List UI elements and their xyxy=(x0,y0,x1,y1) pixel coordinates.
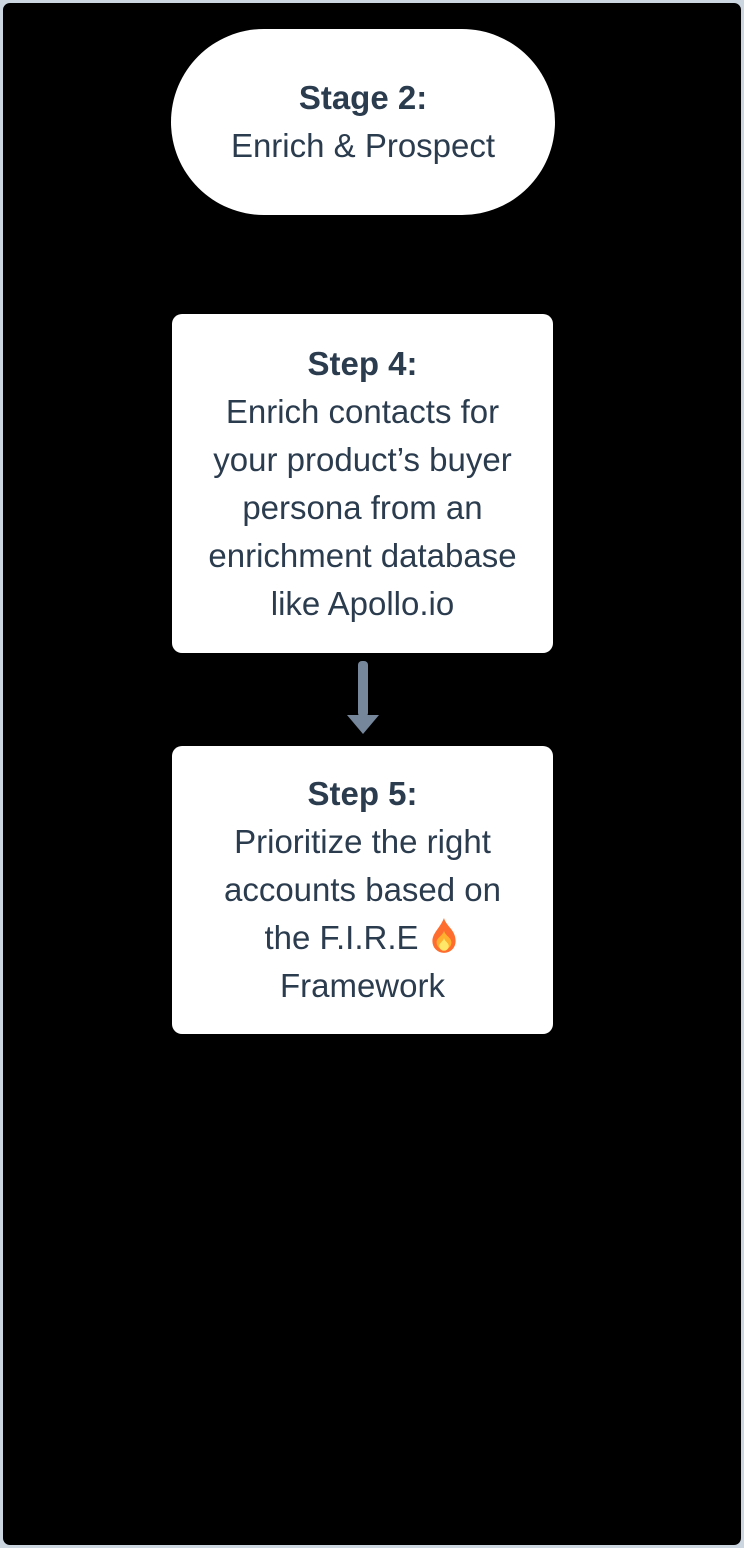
step5-title: Step 5: xyxy=(307,775,418,812)
step5-card: Step 5: Prioritize the right accounts ba… xyxy=(172,746,553,1034)
stage-subtitle: Enrich & Prospect xyxy=(230,127,496,164)
arrow-down-icon xyxy=(347,661,379,734)
step5-body: Prioritize the right accounts based on t… xyxy=(224,818,501,1010)
step4-card: Step 4: Enrich contacts for your product… xyxy=(172,314,553,653)
fire-icon xyxy=(431,918,456,953)
step5-body-end: Framework xyxy=(279,967,445,1004)
step4-body: Enrich contacts for your product’s buyer… xyxy=(208,392,517,622)
stage-pill: Stage 2: Enrich & Prospect xyxy=(171,29,555,215)
step4-title: Step 4: xyxy=(307,344,418,382)
step5-body-start: Prioritize the right accounts based on t… xyxy=(223,823,502,956)
stage-title: Stage 2: xyxy=(298,79,428,116)
